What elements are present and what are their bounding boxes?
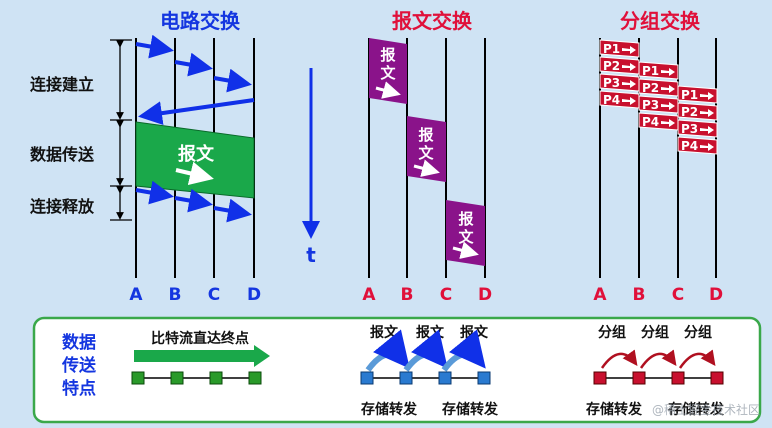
bottom-title-line-2: 传送 [61,355,97,376]
phase-release-label: 连接释放 [30,197,95,216]
packet-label: P3 [642,98,659,112]
packet-arrow-icon [700,92,714,100]
title-message: 报文交换 [392,9,473,33]
message-node-a: A [362,285,376,305]
packet-label: P2 [681,105,698,119]
packet-block [677,102,718,121]
feature-packet-label-2: 分组 [641,324,669,341]
packet-block [599,39,640,58]
packet-node-d: D [709,285,723,305]
feature-message-label-3: 报文 [460,324,489,341]
circuit-node-d: D [247,285,261,305]
circuit-node-b: B [169,285,182,305]
packet-label: P4 [603,93,620,107]
packet-block [677,119,718,138]
feature-message-label-1: 报文 [370,324,399,341]
watermark: @稀土掘金技术社区 [652,402,760,417]
feature-message-store-1: 存储转发 [361,401,418,418]
packet-block [638,61,679,80]
packet-arrow-icon [661,119,675,127]
packet-arrow-icon [622,63,636,71]
message-block-1-label-top: 报文 [380,46,396,82]
message-block-2-label: 报文 [418,126,434,162]
packet-arrow-icon [700,143,714,151]
feature-packet-store-1: 存储转发 [586,401,643,418]
packet-arrow-icon [622,46,636,54]
time-axis-label: t [306,243,316,267]
bottom-title: 数据 传送 特点 [61,332,97,399]
bottom-panel [32,316,762,424]
message-block-3: 报文 [446,200,485,266]
feature-circuit-caption: 比特流直达终点 [151,330,249,347]
message-node-d: D [478,285,492,305]
packet-arrow-icon [661,68,675,76]
feature-message: 报文 报文 报文 存储转发 存储转发 [360,324,499,418]
message-node-b: B [401,285,414,305]
packet-node-c: C [672,285,684,305]
packet-arrow-icon [700,109,714,117]
packet-node-b: B [633,285,646,305]
packet-label: P1 [642,64,659,78]
packet-arrow-icon [661,85,675,93]
packet-label: P4 [681,139,698,153]
feature-packet-store-2: 存储转发 [668,401,725,418]
packet-node-labels: A B C D [593,285,723,305]
circuit-data-block: 报文 [135,121,255,199]
circuit-node-a: A [129,285,143,305]
circuit-message-label: 报文 [178,143,215,165]
feature-circuit: 比特流直达终点 [131,330,270,385]
bottom-title-line-1: 数据 [62,332,96,353]
title-packet: 分组交换 [620,9,701,33]
phase-transfer-label: 数据传送 [30,145,95,164]
packet-arrow-icon [622,97,636,105]
packet-label: P2 [642,81,659,95]
phase-setup-label: 连接建立 [30,75,94,94]
packet-label: P1 [681,88,698,102]
circuit-node-c: C [208,285,220,305]
message-node-labels: A B C D [362,285,492,305]
phase-brackets [110,39,132,221]
packet-label: P3 [681,122,698,136]
packet-block [677,85,718,104]
feature-packet-label-1: 分组 [598,324,626,341]
packet-arrow-icon [700,126,714,134]
feature-message-store-2: 存储转发 [442,401,499,418]
title-circuit: 电路交换 [160,9,241,33]
message-block-1: 报文 [369,38,407,104]
packet-arrow-icon [661,102,675,110]
packet-block [677,136,718,155]
feature-packet-label-3: 分组 [684,324,712,341]
message-block-2: 报文 [407,116,446,182]
circuit-node-labels: A B C D [129,285,261,305]
packet-label: P1 [603,42,620,56]
packet-label: P3 [603,76,620,90]
packet-node-a: A [593,285,607,305]
time-axis: t [302,68,320,267]
feature-message-label-2: 报文 [416,324,445,341]
feature-packet: 分组 分组 分组 存储转发 存储转发 [586,324,725,418]
circuit-release-arrows [135,180,252,223]
message-node-c: C [440,285,452,305]
packet-label: P4 [642,115,659,129]
message-block-3-label: 报文 [458,210,474,246]
bottom-title-line-3: 特点 [62,378,96,399]
circuit-setup-arrows [135,34,255,126]
packet-arrow-icon [622,80,636,88]
packet-label: P2 [603,59,620,73]
